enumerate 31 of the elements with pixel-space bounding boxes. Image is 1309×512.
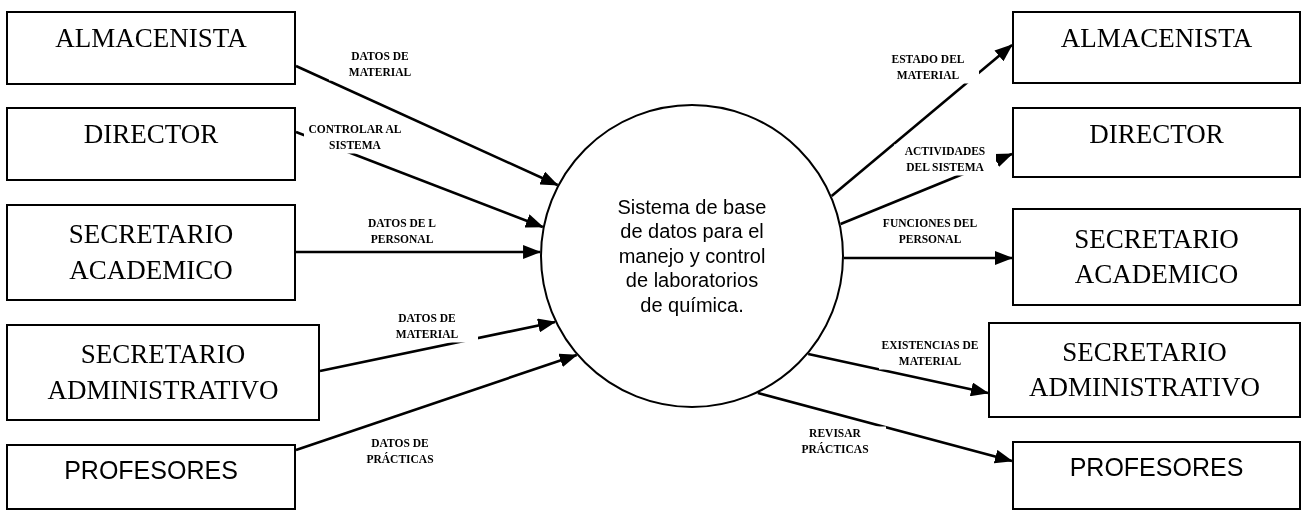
- entity-name: SECRETARIO ADMINISTRATIVO: [46, 338, 280, 407]
- entity-name: SECRETARIO ACADEMICO: [1073, 222, 1240, 291]
- arrow: [295, 353, 578, 452]
- entity-box: [988, 322, 1301, 418]
- entity-name: ALMACENISTA: [1060, 22, 1253, 55]
- process-name: Sistema de base de datos para el manejo y control de laboratorios de química.: [617, 195, 767, 317]
- arrow: [844, 251, 1013, 265]
- entity-name: DIRECTOR: [1089, 118, 1224, 151]
- edge-label: ACTIVIDADES DEL SISTEMA: [894, 144, 996, 176]
- arrow: [319, 318, 557, 373]
- entity-name: SECRETARIO ADMINISTRATIVO: [1028, 335, 1261, 404]
- arrow: [757, 391, 1013, 464]
- entity-box: [6, 444, 296, 510]
- arrow: [296, 245, 542, 259]
- entity-name: DIRECTOR: [83, 118, 219, 151]
- entity-name: ALMACENISTA: [55, 22, 247, 55]
- arrow: [807, 352, 989, 397]
- arrow: [295, 64, 559, 187]
- entity-box: [6, 107, 296, 181]
- entity-name: SECRETARIO ACADEMICO: [67, 218, 235, 287]
- arrow: [830, 44, 1013, 197]
- entity-name: PROFESORES: [64, 455, 238, 486]
- entity-box: [6, 324, 320, 421]
- edge-label: EXISTENCIAS DE MATERIAL: [879, 338, 981, 370]
- entity-box: [6, 204, 296, 301]
- entity-box: [1012, 208, 1301, 306]
- entity-box: [6, 11, 296, 85]
- entity-box: [1012, 11, 1301, 84]
- entity-box: [1012, 107, 1301, 178]
- entity-name: PROFESORES: [1069, 452, 1244, 483]
- entity-box: [1012, 441, 1301, 510]
